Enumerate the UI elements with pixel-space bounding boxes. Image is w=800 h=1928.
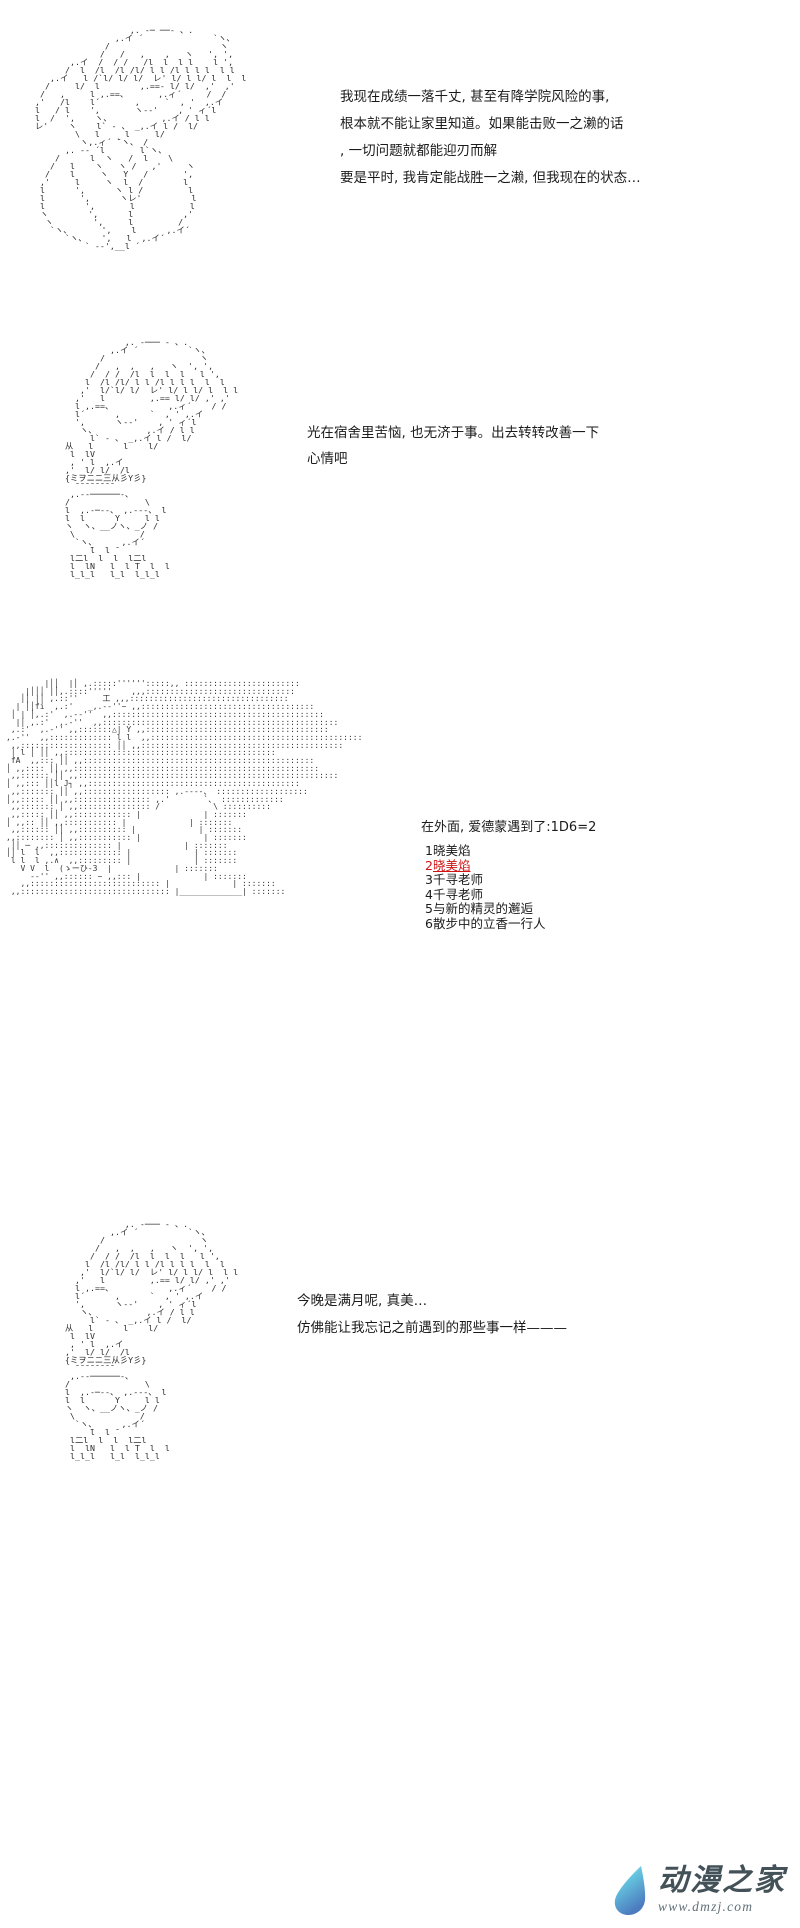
dialogue-line: 仿佛能让我忘记之前遇到的那些事一样———	[297, 1320, 567, 1336]
choice-label: 千寻老师	[432, 886, 483, 902]
choice-list: 1晓美焰 2晓美焰 3千寻老师 4千寻老师 5与新的精灵的邂逅 6散步中的立香一…	[421, 843, 596, 932]
dice-roll-block: 在外面, 爱德蒙遇到了:1D6=2 1晓美焰 2晓美焰 3千寻老师 4千寻老师 …	[421, 816, 596, 932]
choice-number: 1	[425, 843, 433, 858]
choice-item-3[interactable]: 3千寻老师	[425, 872, 596, 888]
choice-number: 2	[425, 857, 433, 873]
dice-roll-prompt: 在外面, 爱德蒙遇到了:1D6=2	[421, 820, 597, 835]
watermark-site-name: 动漫之家	[658, 1863, 786, 1899]
dialogue-line: , 一切问题就都能迎刃而解	[340, 143, 498, 159]
choice-item-1[interactable]: 1晓美焰	[425, 843, 596, 859]
ascii-art-panel-3: |││ |│ ,.:::::'''''':::::,, ::::::::::::…	[6, 679, 363, 896]
water-drop-icon	[614, 1866, 646, 1915]
choice-label: 与新的精灵的邂逅	[432, 901, 533, 917]
dialogue-line: 要是平时, 我肯定能战胜一之濑, 但我现在的状态…	[340, 170, 641, 186]
choice-item-5[interactable]: 5与新的精灵的邂逅	[425, 902, 596, 917]
choice-label: 晓美焰	[432, 857, 471, 873]
choice-label: 千寻老师	[432, 872, 483, 888]
ascii-art-panel-4: ,. -─── - 、. ,.イ ´ `ヽ、 / ヽ / , , , ヽ ', …	[64, 1219, 239, 1462]
site-watermark: 动漫之家 www.dmzj.com	[611, 1864, 786, 1916]
dialogue-line: 光在宿舍里苦恼, 也无济于事。出去转转改善一下	[307, 425, 600, 441]
dialogue-line: 根本就不能让家里知道。如果能击败一之濑的话	[340, 116, 624, 132]
dialogue-line: 今晚是满月呢, 真美…	[297, 1293, 428, 1309]
watermark-site-url: www.dmzj.com	[658, 1899, 754, 1915]
choice-label: 晓美焰	[432, 843, 471, 858]
choice-item-2[interactable]: 2晓美焰	[425, 857, 596, 874]
ascii-art-panel-1: ,. -─ ──- 、. ,.イ ´ `ヽ、 / ヽ / / , , ヽ ', …	[34, 25, 247, 252]
choice-label: 散步中的立香一行人	[432, 915, 546, 931]
dialogue-line: 我现在成绩一落千丈, 甚至有降学院风险的事,	[340, 89, 610, 105]
choice-item-6[interactable]: 6散步中的立香一行人	[425, 915, 596, 932]
dialogue-line: 心情吧	[307, 451, 348, 467]
choice-number: 6	[425, 915, 433, 931]
watermark-text: 动漫之家 www.dmzj.com	[658, 1866, 786, 1914]
choice-item-4[interactable]: 4千寻老师	[425, 886, 596, 903]
choice-number: 5	[425, 901, 433, 917]
ascii-art-panel-2: ,. -─── - 、. ,.イ ´ `ヽ、 / ヽ / , , , ヽ ', …	[64, 337, 239, 580]
dialogue-panel-4: 今晚是满月呢, 真美… 仿佛能让我忘记之前遇到的那些事一样———	[297, 1288, 567, 1342]
choice-number: 3	[425, 872, 433, 888]
dialogue-panel-1: 我现在成绩一落千丈, 甚至有降学院风险的事, 根本就不能让家里知道。如果能击败一…	[340, 84, 641, 192]
dialogue-panel-2: 光在宿舍里苦恼, 也无济于事。出去转转改善一下 心情吧	[307, 420, 599, 472]
choice-number: 4	[425, 886, 433, 902]
